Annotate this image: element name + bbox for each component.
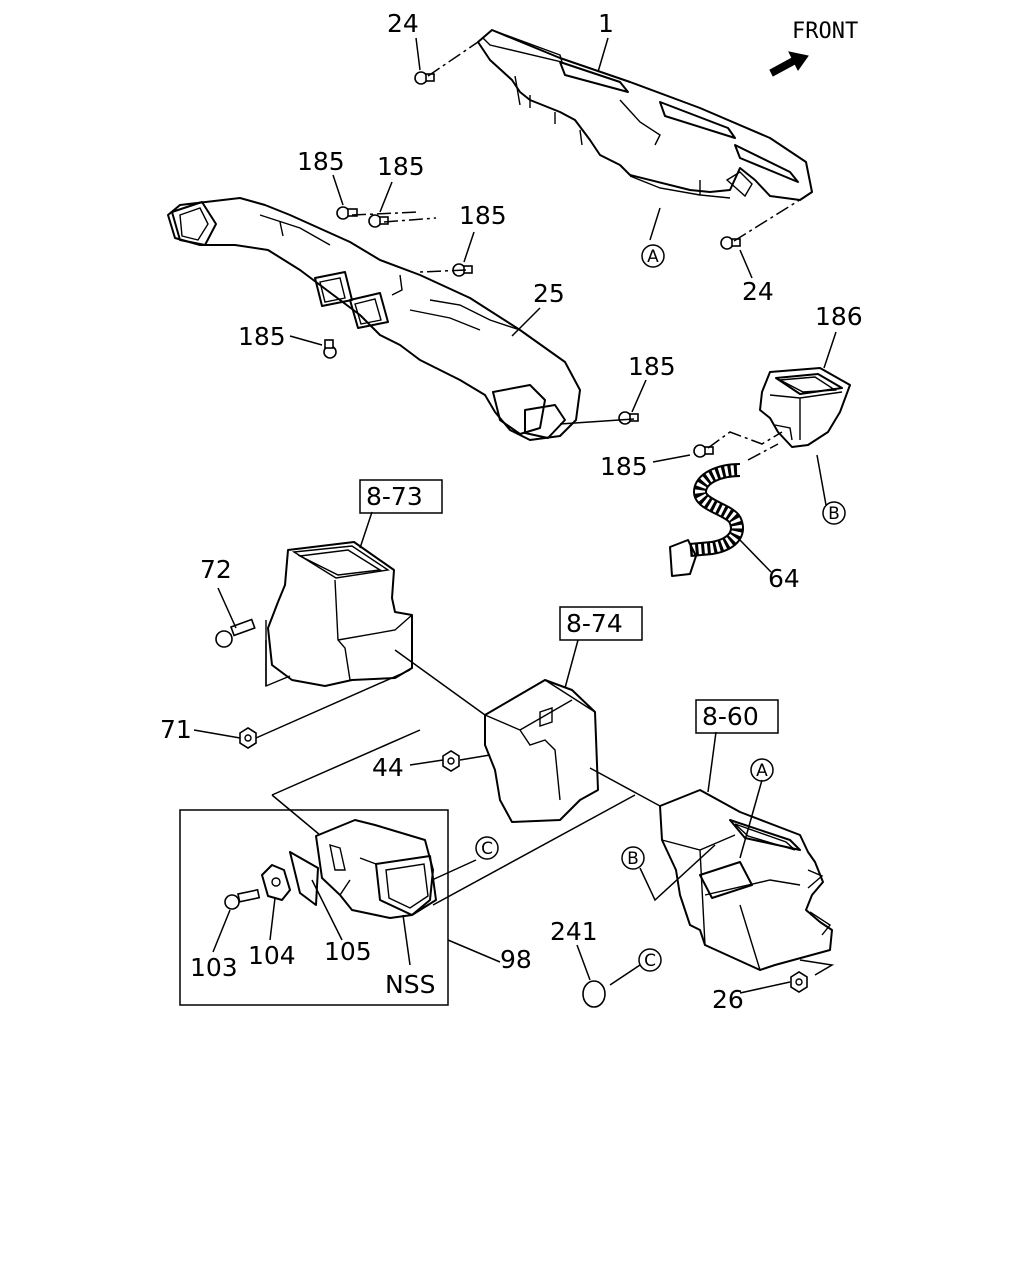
label-part-185-a: 185 — [297, 147, 345, 176]
label-part-185-d: 185 — [238, 322, 286, 351]
nut-26-icon — [790, 971, 808, 993]
label-part-105: 105 — [324, 937, 372, 966]
bolt-103-icon — [224, 888, 261, 910]
bolt-72-icon — [215, 618, 256, 648]
label-part-186: 186 — [815, 302, 863, 331]
label-part-24-right: 24 — [742, 277, 774, 306]
ref-box-8-74: 8-74 — [559, 606, 643, 641]
connector-c-plug: C — [638, 948, 662, 972]
label-part-72: 72 — [200, 555, 232, 584]
connector-a-upper: A — [641, 244, 665, 268]
front-arrow-icon — [769, 51, 809, 77]
label-part-64: 64 — [768, 564, 800, 593]
label-part-44: 44 — [372, 753, 404, 782]
screw-24-right-icon — [720, 236, 741, 250]
vent-outlet-part-186 — [759, 367, 851, 448]
nut-71-icon — [239, 727, 257, 749]
svg-text:B: B — [828, 504, 840, 524]
ref-box-8-73: 8-73 — [359, 479, 443, 514]
nut-44-icon — [442, 750, 460, 772]
label-nss: NSS — [385, 970, 435, 999]
fasteners — [215, 71, 808, 1008]
leader-lines — [193, 37, 837, 994]
label-part-185-e: 185 — [628, 352, 676, 381]
duct-lower-part-25 — [167, 197, 581, 441]
connector-a-lower: A — [750, 758, 774, 782]
ref-label-8-74: 8-74 — [566, 609, 623, 638]
label-part-241: 241 — [550, 917, 598, 946]
screw-24-top-icon — [414, 71, 435, 85]
case-unit-ref-8-74 — [484, 679, 599, 823]
label-part-185-c: 185 — [459, 201, 507, 230]
screw-185-e-icon — [618, 411, 639, 425]
blower-unit-ref-8-73 — [265, 541, 413, 688]
ref-label-8-73: 8-73 — [366, 482, 423, 511]
label-part-185-f: 185 — [600, 452, 648, 481]
label-part-71: 71 — [160, 715, 192, 744]
heater-unit-ref-8-60 — [659, 789, 833, 971]
ref-label-8-60: 8-60 — [702, 702, 759, 731]
connector-c-box: C — [475, 836, 499, 860]
svg-text:C: C — [644, 951, 656, 971]
plug-241-icon — [582, 980, 606, 1008]
label-part-185-b: 185 — [377, 152, 425, 181]
connection-lines — [255, 418, 835, 976]
label-part-103: 103 — [190, 953, 238, 982]
flex-hose-part-64 — [669, 463, 744, 577]
label-part-25: 25 — [533, 279, 565, 308]
connector-markers: A B A B C C — [475, 244, 846, 972]
screw-185-a-icon — [336, 206, 358, 220]
bracket-part-104 — [261, 864, 291, 901]
connector-b-lower: B — [621, 846, 645, 870]
label-part-104: 104 — [248, 941, 296, 970]
gasket-part-105 — [289, 851, 319, 906]
svg-text:B: B — [627, 849, 639, 869]
label-part-98: 98 — [500, 945, 532, 974]
screw-185-b-icon — [368, 214, 389, 228]
label-part-26: 26 — [712, 985, 744, 1014]
connector-b-upper: B — [822, 501, 846, 525]
label-part-1: 1 — [598, 9, 614, 38]
screw-185-d-icon — [323, 339, 337, 359]
assembly-box-part-98 — [179, 809, 449, 1006]
assembly-lines — [351, 41, 807, 461]
svg-text:A: A — [756, 761, 768, 781]
svg-text:A: A — [647, 247, 659, 267]
svg-text:C: C — [481, 839, 493, 859]
duct-upper-part-1 — [477, 29, 813, 201]
front-label: FRONT — [792, 19, 858, 44]
part-labels: 1 24 24 185 185 185 185 185 185 25 186 6… — [160, 9, 863, 1014]
front-indicator: FRONT — [769, 19, 858, 77]
ref-box-8-60: 8-60 — [695, 699, 779, 734]
assembly-frame — [179, 809, 449, 1006]
label-part-24-top: 24 — [387, 9, 419, 38]
